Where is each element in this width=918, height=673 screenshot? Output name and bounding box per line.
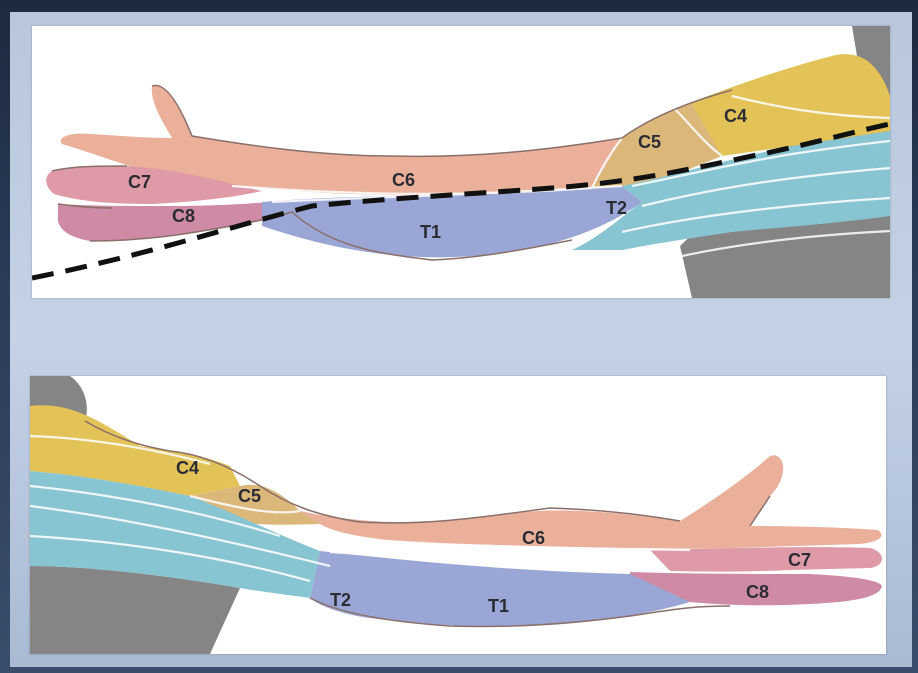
top-label-c5: C5 <box>638 132 661 152</box>
top-label-t2: T2 <box>606 198 627 218</box>
bottom-label-c6: C6 <box>522 528 545 548</box>
top-label-t1: T1 <box>420 222 441 242</box>
bottom-label-c5: C5 <box>238 486 261 506</box>
top-label-c6: C6 <box>392 170 415 190</box>
bottom-label-c8: C8 <box>746 582 769 602</box>
bottom-label-c7: C7 <box>788 550 811 570</box>
top-arm-panel: C4 C5 C6 C7 C8 T1 T2 <box>32 26 890 298</box>
bottom-label-t2: T2 <box>330 590 351 610</box>
bottom-label-c4: C4 <box>176 458 199 478</box>
top-label-c7: C7 <box>128 172 151 192</box>
bottom-arm-diagram: C4 C5 C6 C7 C8 T1 T2 <box>30 376 886 654</box>
bottom-c6-region <box>300 455 881 548</box>
bottom-label-t1: T1 <box>488 596 509 616</box>
top-arm-diagram: C4 C5 C6 C7 C8 T1 T2 <box>32 26 890 298</box>
top-label-c8: C8 <box>172 206 195 226</box>
top-label-c4: C4 <box>724 106 747 126</box>
bottom-arm-panel: C4 C5 C6 C7 C8 T1 T2 <box>30 376 886 654</box>
